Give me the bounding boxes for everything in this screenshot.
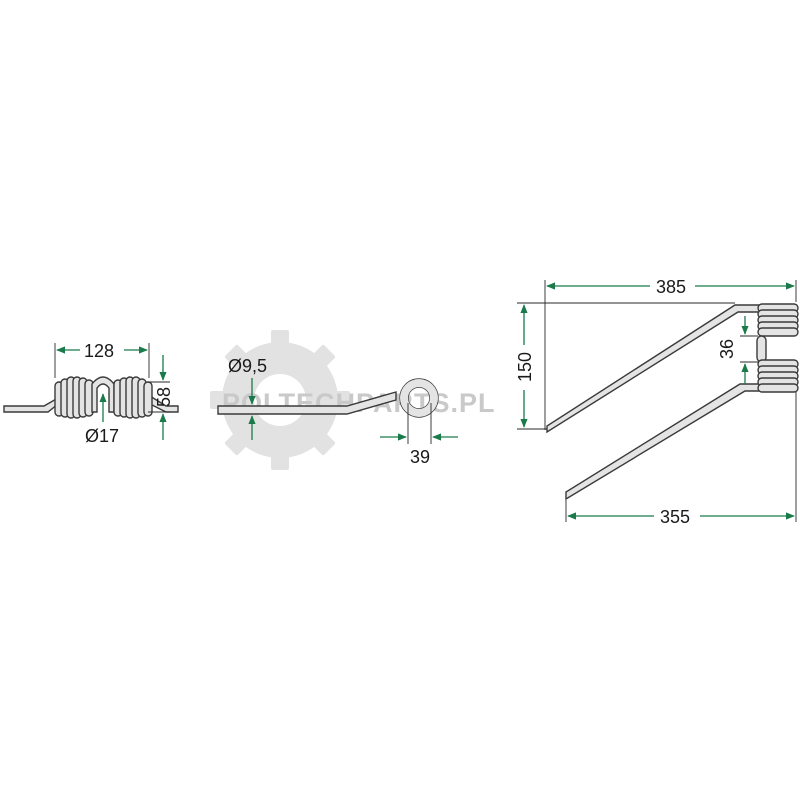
- lower-coil: [757, 359, 799, 393]
- top-gap-label: 36: [717, 339, 737, 359]
- front-right-coil: [113, 376, 153, 419]
- top-view: 385 355 150 36: [515, 277, 799, 527]
- front-view: 128 58 Ø17: [3, 341, 179, 446]
- side-view: Ø9,5 39: [217, 356, 458, 467]
- front-left-coil: [54, 376, 94, 419]
- top-height-label: 150: [515, 352, 535, 382]
- front-height-label: 58: [154, 387, 174, 407]
- top-lower-length-label: 355: [660, 507, 690, 527]
- front-width-label: 128: [84, 341, 114, 361]
- side-eye-loop: [399, 378, 439, 418]
- side-wire-body: [217, 391, 397, 415]
- front-center-loop: [91, 376, 115, 413]
- upper-tine: [546, 304, 763, 434]
- top-upper-length-label: 385: [656, 277, 686, 297]
- center-connector-loop: [756, 335, 767, 363]
- upper-coil: [757, 303, 799, 337]
- side-loop-label: 39: [410, 447, 430, 467]
- front-coil-diameter-label: Ø17: [85, 426, 119, 446]
- side-wire-diameter-label: Ø9,5: [228, 356, 267, 376]
- front-left-tail: [3, 396, 59, 413]
- watermark: POLTECHPARTS.PL: [210, 330, 495, 470]
